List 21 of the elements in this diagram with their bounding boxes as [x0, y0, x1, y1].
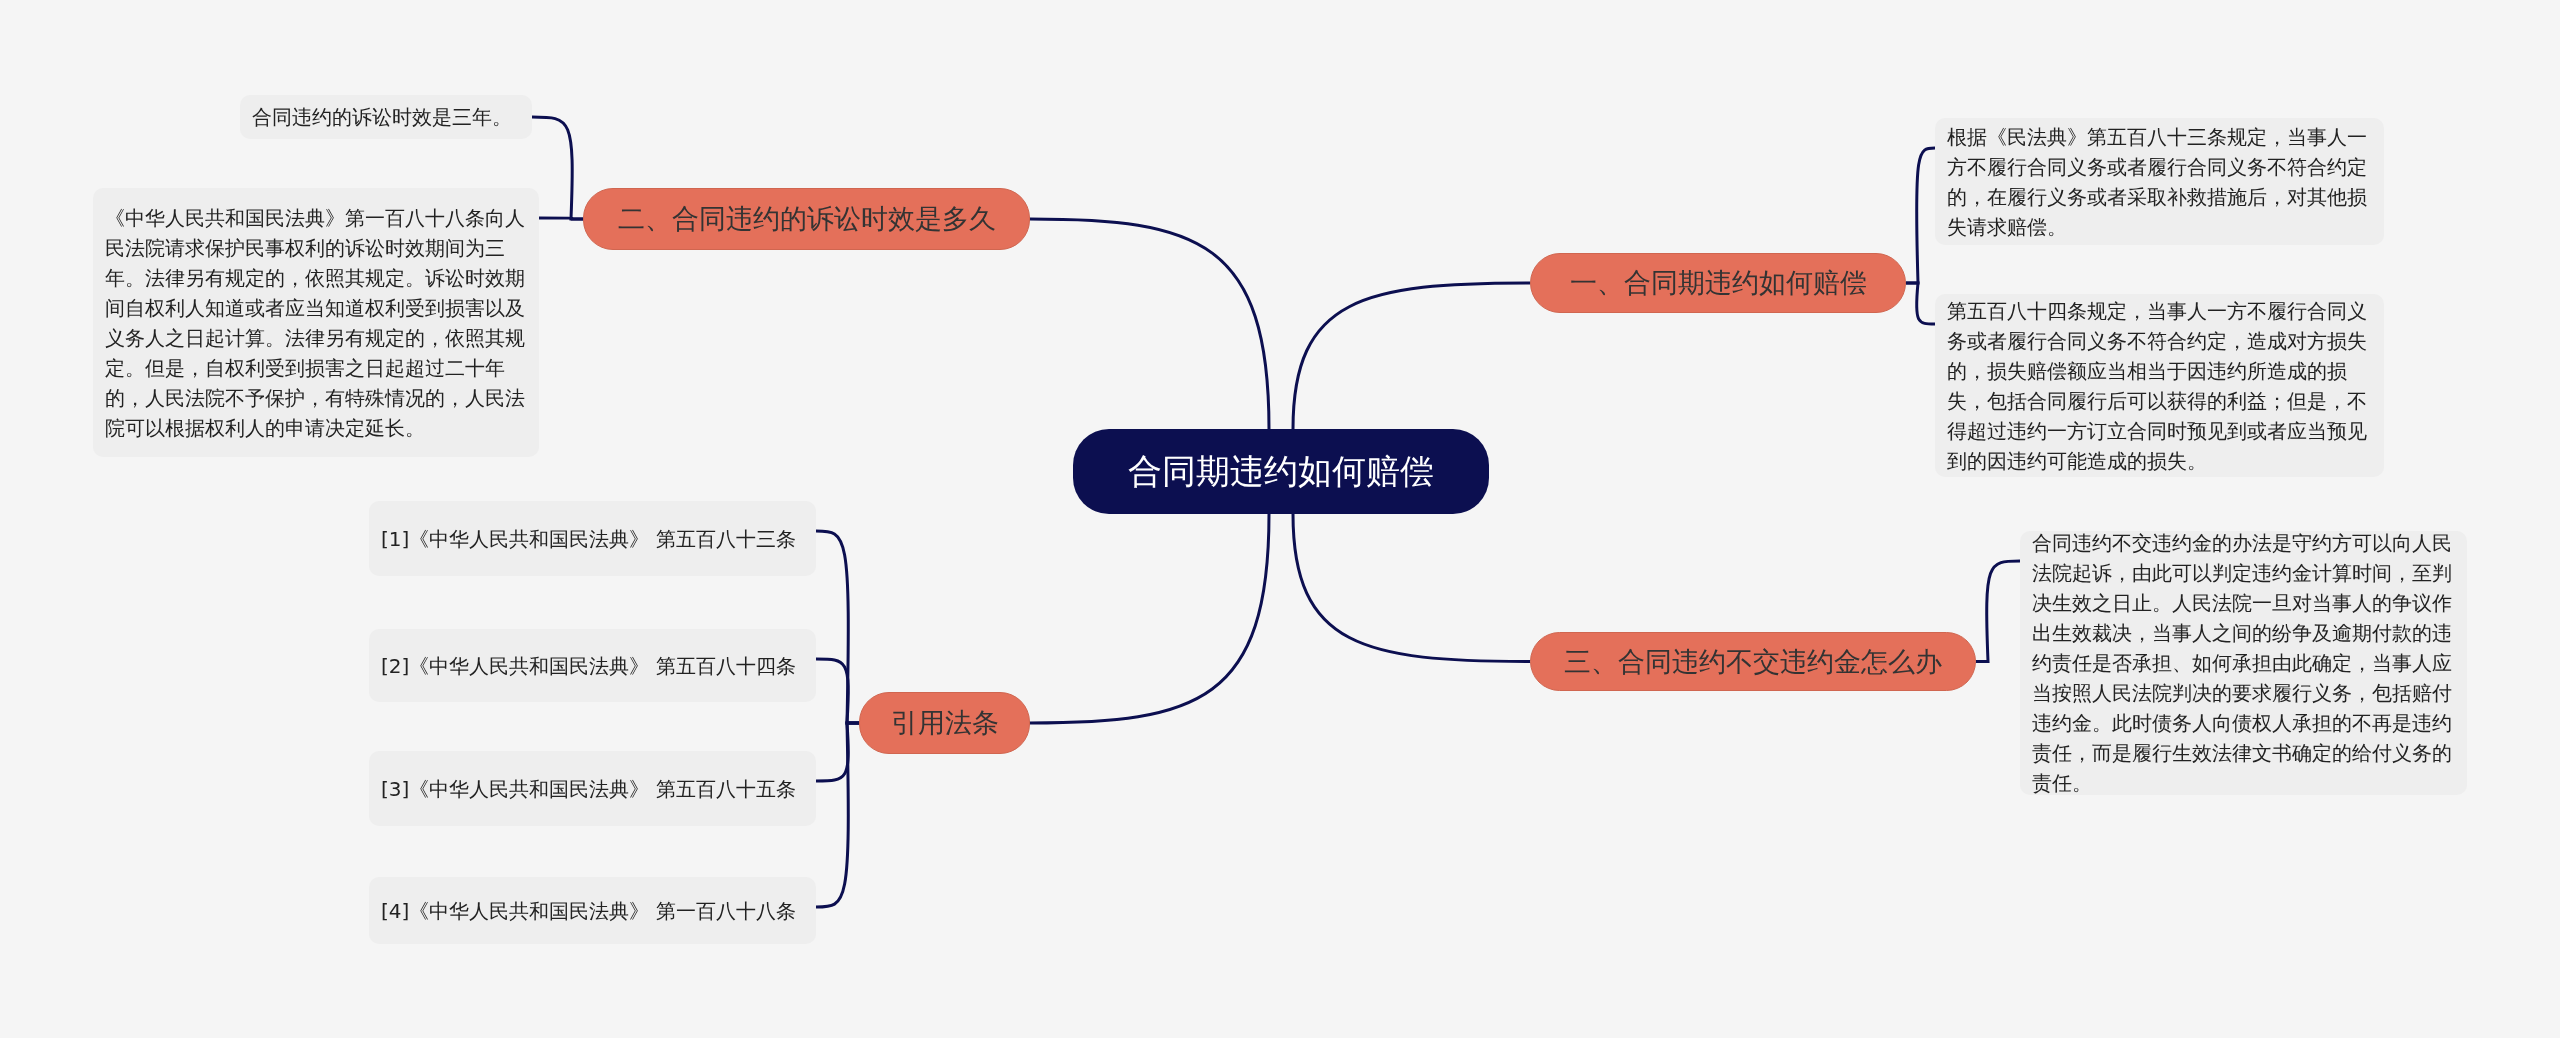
- text-card: 根据《民法典》第五百八十三条规定，当事人一方不履行合同义务或者履行合同义务不符合约定的，在履行义务或者采取补救措施后，对其他损失请求赔偿。: [1935, 118, 2384, 245]
- connector-line: [1030, 217, 1271, 430]
- text-card: [2]《中华人民共和国民法典》 第五百八十四条: [369, 629, 816, 702]
- connector-line: [539, 216, 583, 221]
- text-card: [3]《中华人民共和国民法典》 第五百八十五条: [369, 751, 816, 826]
- text-card: [1]《中华人民共和国民法典》 第五百八十三条: [369, 501, 816, 576]
- connector-line: [1906, 281, 1935, 326]
- topic-box: 二、合同违约的诉讼时效是多久: [583, 188, 1030, 250]
- connector-line: [1030, 513, 1271, 725]
- topic-box: 三、合同违约不交违约金怎么办: [1530, 632, 1976, 691]
- topic-box: 引用法条: [859, 692, 1030, 754]
- connector-line: [815, 721, 859, 909]
- text-card: 第五百八十四条规定，当事人一方不履行合同义务或者履行合同义务不符合约定，造成对方损失的，损失赔偿额应当相当于因违约所造成的损失，包括合同履行后可以获得的利益；但是，不得超过违约一方订立合同时预见到或者应当预见到的因违约可能造成的损失。: [1935, 294, 2384, 477]
- text-card: 《中华人民共和国民法典》第一百八十八条向人民法院请求保护民事权利的诉讼时效期间为三年。法律另有规定的，依照其规定。诉讼时效期间自权利人知道或者应当知道权利受到损害以及义务人之日起计算。法律另有规定的，依照其规定。但是，自权利受到损害之日起超过二十年的，人民法院不予保护，有特殊情况的，人民法院可以根据权利人的申请决定延长。: [93, 188, 539, 457]
- text-card: [4]《中华人民共和国民法典》 第一百八十八条: [369, 877, 816, 944]
- text-card: 合同违约不交违约金的办法是守约方可以向人民法院起诉，由此可以判定违约金计算时间，至判决生效之日止。人民法院一旦对当事人的争议作出生效裁决，当事人之间的纷争及逾期付款的违约责任是否承担、如何承担由此确定，当事人应当按照人民法院判决的要求履行义务，包括赔付违约金。此时债务人向债权人承担的不再是违约责任，而是履行生效法律文书确定的给付义务的责任。: [2020, 531, 2467, 795]
- connector-line: [1291, 281, 1530, 430]
- connector-line: [1291, 513, 1530, 663]
- text-card: 合同违约的诉讼时效是三年。: [240, 95, 532, 139]
- topic-box: 一、合同期违约如何赔偿: [1530, 253, 1906, 313]
- root-node: 合同期违约如何赔偿: [1073, 429, 1489, 514]
